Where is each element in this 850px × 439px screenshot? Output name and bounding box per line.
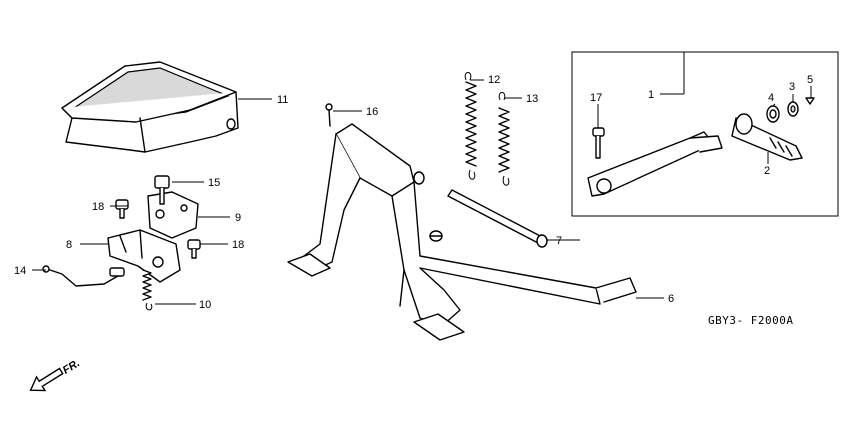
bolt-18b-part bbox=[187, 239, 201, 259]
callout-5: 5 bbox=[807, 74, 813, 86]
bracket-part bbox=[107, 229, 181, 283]
pin-5-part bbox=[805, 97, 815, 105]
front-direction-arrow: FR. bbox=[29, 357, 82, 392]
kick-arm-part bbox=[587, 131, 723, 197]
callout-7: 7 bbox=[556, 235, 562, 247]
callout-18-upper: 18 bbox=[92, 201, 104, 213]
pivot-shaft-part bbox=[429, 189, 548, 248]
bolt-17-part bbox=[592, 127, 605, 159]
washer-3-part bbox=[787, 101, 799, 117]
callout-13: 13 bbox=[526, 93, 538, 105]
switch-plate-part bbox=[147, 191, 199, 239]
callout-2: 2 bbox=[764, 165, 770, 177]
callout-17: 17 bbox=[590, 92, 602, 104]
callout-12: 12 bbox=[488, 74, 500, 86]
leader-lines bbox=[32, 52, 812, 305]
callout-4: 4 bbox=[768, 92, 774, 104]
main-stand-part bbox=[287, 123, 637, 341]
front-direction-label: FR. bbox=[61, 357, 82, 377]
spring-short-part bbox=[498, 92, 510, 186]
callout-6: 6 bbox=[668, 293, 674, 305]
cotter-pin-part bbox=[325, 103, 333, 127]
ring-4-part bbox=[766, 105, 780, 123]
callout-10: 10 bbox=[199, 299, 211, 311]
callout-1: 1 bbox=[648, 89, 654, 101]
spring-10-part bbox=[142, 269, 153, 311]
step-cover-part bbox=[61, 61, 239, 153]
callout-11: 11 bbox=[277, 94, 288, 106]
callout-15: 15 bbox=[208, 177, 220, 189]
spring-long-part bbox=[464, 72, 477, 180]
callout-18-lower: 18 bbox=[232, 239, 244, 251]
bolt-18a-part bbox=[115, 199, 129, 219]
bolt-15-part bbox=[154, 175, 170, 205]
cable-part bbox=[42, 265, 125, 287]
diagram-code: GBY3- F2000A bbox=[708, 314, 793, 327]
callout-8: 8 bbox=[66, 239, 72, 251]
callout-14: 14 bbox=[14, 265, 26, 277]
callout-16: 16 bbox=[366, 106, 378, 118]
kick-pedal-part bbox=[731, 113, 803, 161]
callout-9: 9 bbox=[235, 212, 241, 224]
kick-assembly-frame bbox=[571, 51, 839, 217]
callout-3: 3 bbox=[789, 81, 795, 93]
